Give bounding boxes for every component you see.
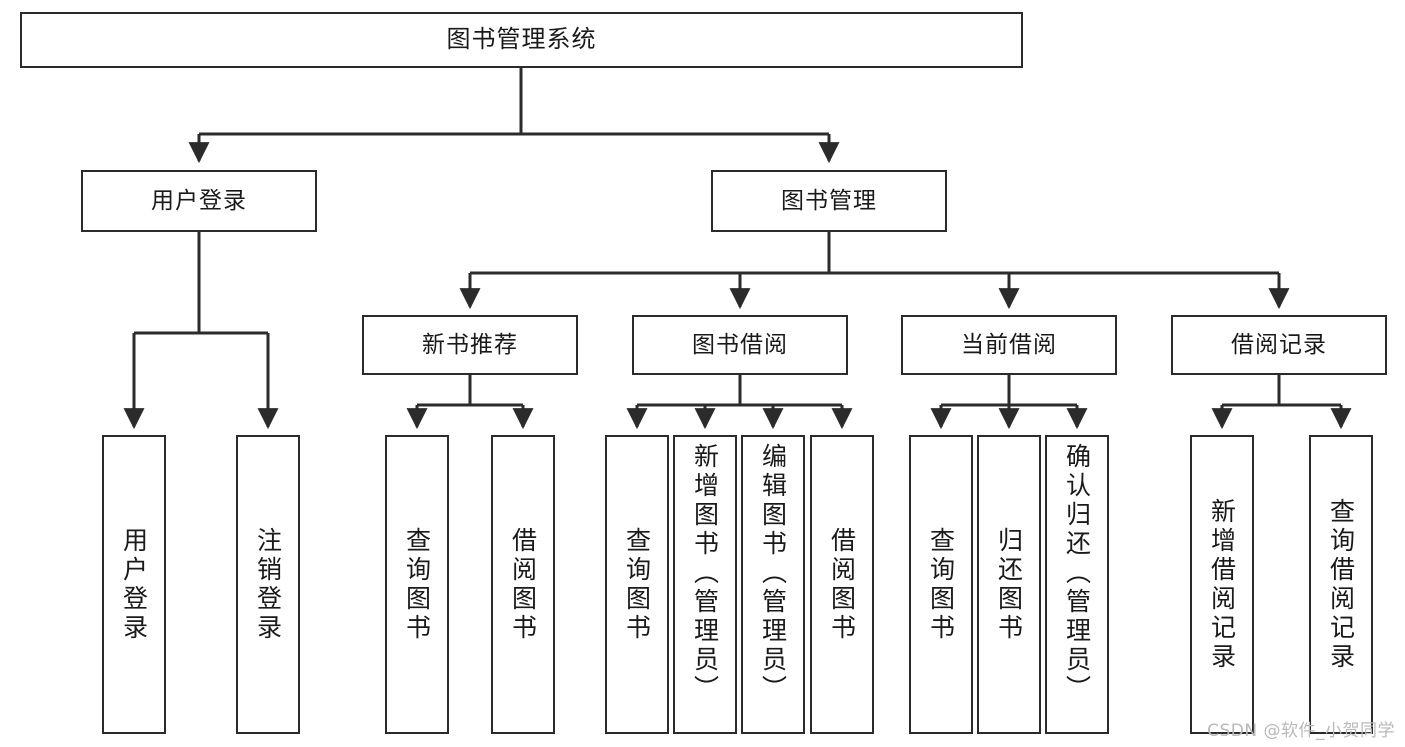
leaf-borrow-book-new[interactable]: 借阅图书 — [491, 435, 555, 734]
node-label: 新书推荐 — [422, 331, 518, 358]
node-label: 注销登录 — [253, 526, 283, 643]
node-label: 归还图书 — [994, 526, 1024, 643]
csdn-watermark: CSDN @软件_小贺同学 — [1207, 721, 1395, 741]
node-current-borrow[interactable]: 当前借阅 — [901, 315, 1117, 375]
leaf-add-book-admin[interactable]: 新增图书（管理员） — [673, 435, 737, 734]
node-label: 编辑图书（管理员） — [758, 443, 788, 704]
leaf-query-borrow-record[interactable]: 查询借阅记录 — [1309, 435, 1373, 734]
node-label: 当前借阅 — [961, 331, 1057, 358]
node-label: 用户登录 — [151, 187, 247, 214]
node-label: 新增借阅记录 — [1207, 497, 1237, 672]
node-label: 借阅图书 — [827, 526, 857, 643]
node-label: 借阅图书 — [508, 526, 538, 643]
node-label: 图书管理 — [781, 187, 877, 214]
leaf-query-book-borrow[interactable]: 查询图书 — [605, 435, 669, 734]
leaf-edit-book-admin[interactable]: 编辑图书（管理员） — [741, 435, 805, 734]
leaf-return-book[interactable]: 归还图书 — [977, 435, 1041, 734]
leaf-confirm-return-admin[interactable]: 确认归还（管理员） — [1045, 435, 1109, 734]
leaf-user-login[interactable]: 用户登录 — [102, 435, 166, 734]
node-borrow-record[interactable]: 借阅记录 — [1171, 315, 1387, 375]
node-label: 图书借阅 — [692, 331, 788, 358]
node-label: 查询图书 — [926, 526, 956, 643]
node-root-book-management-system[interactable]: 图书管理系统 — [20, 12, 1023, 68]
node-label: 查询图书 — [402, 526, 432, 643]
leaf-query-book-current[interactable]: 查询图书 — [909, 435, 973, 734]
node-label: 用户登录 — [119, 526, 149, 643]
node-label: 图书管理系统 — [446, 25, 597, 54]
node-label: 查询借阅记录 — [1326, 497, 1356, 672]
node-user-login[interactable]: 用户登录 — [81, 170, 317, 232]
leaf-borrow-book[interactable]: 借阅图书 — [810, 435, 874, 734]
node-label: 新增图书（管理员） — [690, 443, 720, 704]
leaf-query-book-new[interactable]: 查询图书 — [385, 435, 449, 734]
node-new-book-recommend[interactable]: 新书推荐 — [362, 315, 578, 375]
node-label: 借阅记录 — [1231, 331, 1327, 358]
leaf-add-borrow-record[interactable]: 新增借阅记录 — [1190, 435, 1254, 734]
node-book-management[interactable]: 图书管理 — [711, 170, 947, 232]
node-book-borrow[interactable]: 图书借阅 — [632, 315, 848, 375]
node-label: 查询图书 — [622, 526, 652, 643]
leaf-user-logout[interactable]: 注销登录 — [236, 435, 300, 734]
node-label: 确认归还（管理员） — [1062, 443, 1092, 704]
